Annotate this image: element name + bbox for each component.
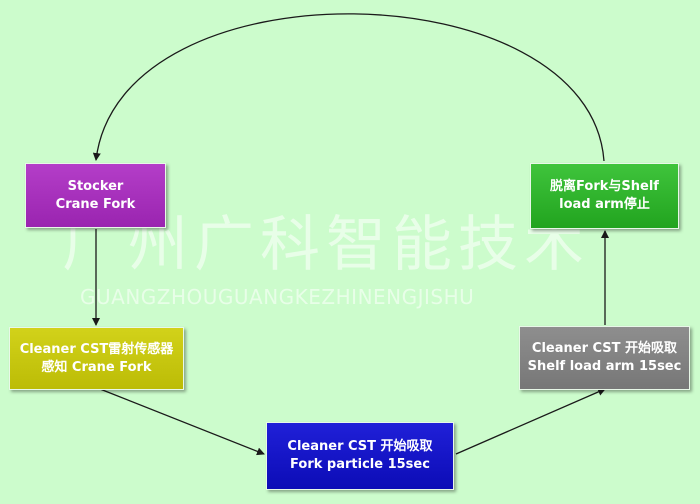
node-shelf-load-arm-suction: Cleaner CST 开始吸取 Shelf load arm 15sec bbox=[519, 326, 690, 390]
node-stocker-crane-fork: Stocker Crane Fork bbox=[25, 163, 166, 228]
edge-detect-to-fork bbox=[99, 388, 265, 456]
edge-fork-to-shelf bbox=[455, 388, 606, 455]
node-release-fork-shelf: 脱离Fork与Shelf load arm停止 bbox=[530, 163, 679, 229]
edge-release-to-stocker bbox=[92, 13, 605, 162]
node-fork-particle-suction: Cleaner CST 开始吸取 Fork particle 15sec bbox=[266, 422, 454, 490]
node-laser-detect-fork: Cleaner CST雷射传感器 感知 Crane Fork bbox=[9, 327, 184, 390]
